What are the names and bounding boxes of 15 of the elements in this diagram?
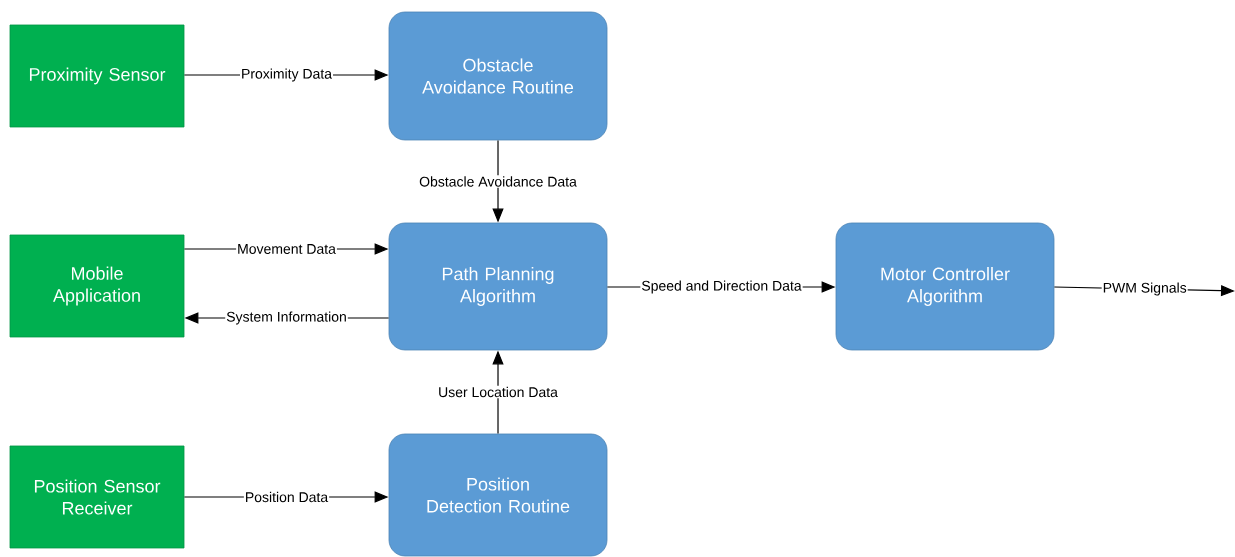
edge-label: Speed and Direction Data [640, 279, 803, 295]
process-box: Motor Controller Algorithm [835, 222, 1055, 351]
edge-label: Obstacle Avoidance Data [418, 175, 578, 188]
process-box: Path Planning Algorithm [388, 222, 608, 351]
process-box: Obstacle Avoidance Routine [388, 11, 608, 141]
edge-label: Proximity Data [240, 67, 333, 83]
input-box: Position Sensor Receiver [9, 445, 185, 549]
edge-label: User Location Data [437, 385, 559, 399]
input-box: Proximity Sensor [9, 24, 185, 128]
edge-label: PWM Signals [1101, 281, 1188, 297]
edge-label: Position Data [243, 490, 330, 504]
edge-label: System Information [225, 310, 348, 326]
process-box: Position Detection Routine [388, 433, 608, 557]
input-box: Mobile Application [9, 234, 185, 338]
edge-label: Movement Data [236, 243, 337, 255]
